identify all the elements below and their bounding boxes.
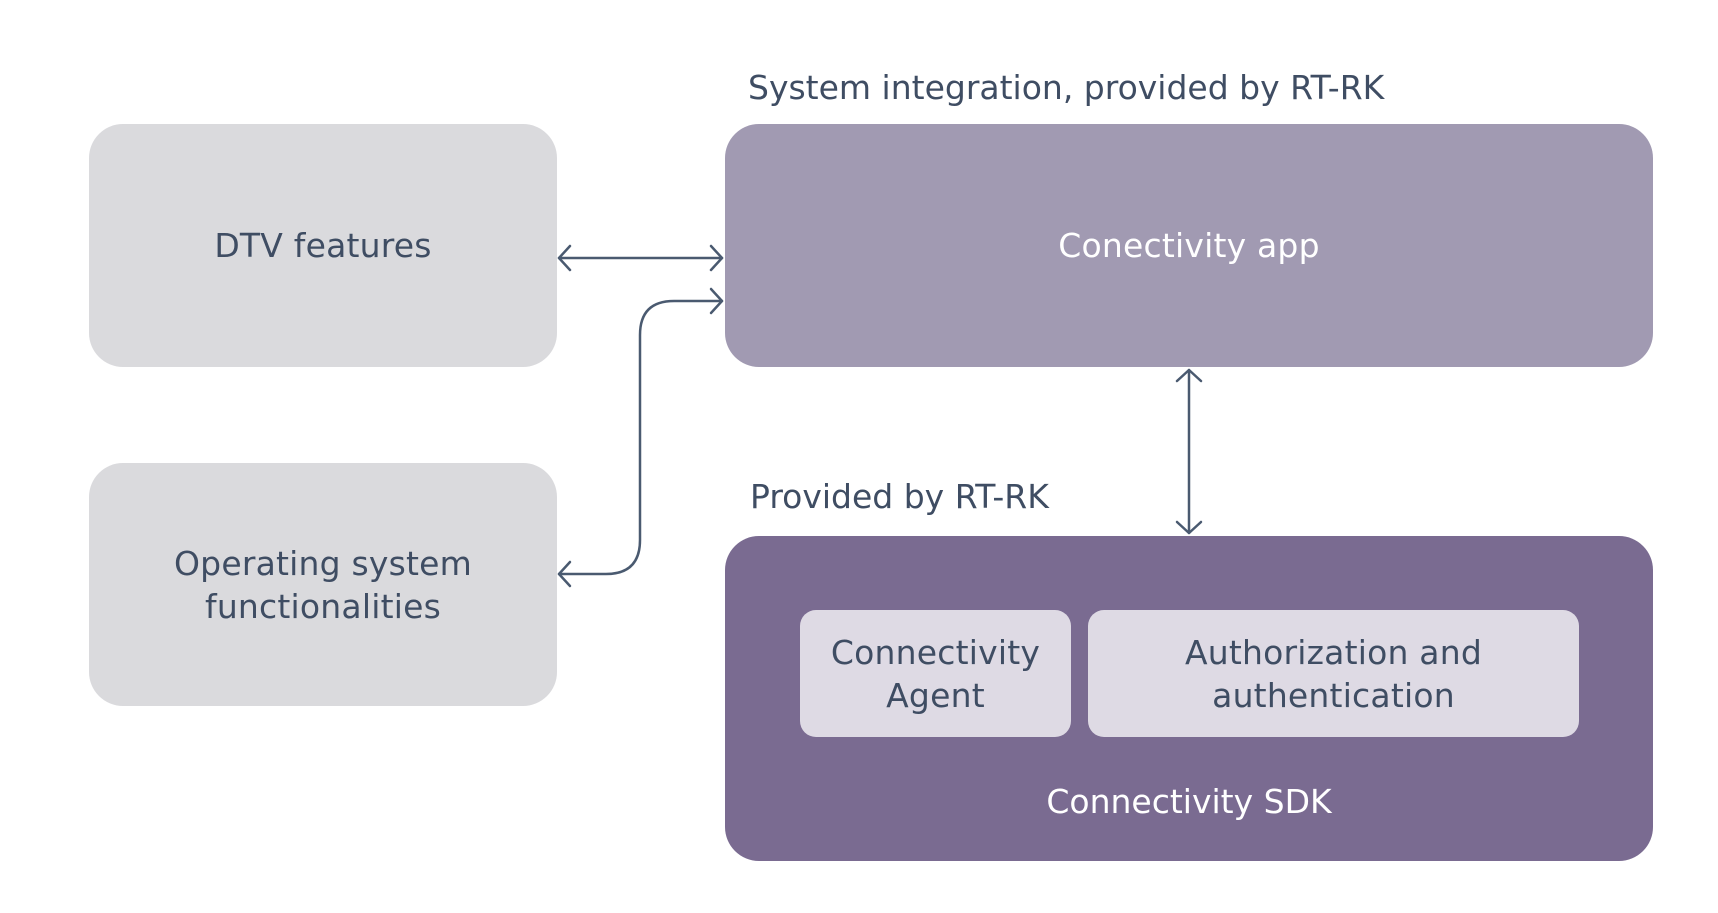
os-app-arrow bbox=[557, 287, 724, 588]
auth-label-line2: authentication bbox=[1212, 675, 1455, 715]
os-label-line2: functionalities bbox=[205, 586, 441, 626]
connectivity-agent-label: Connectivity Agent bbox=[831, 631, 1040, 717]
provided-by-heading: Provided by RT-RK bbox=[750, 477, 1049, 516]
os-label-line1: Operating system bbox=[174, 543, 472, 583]
connectivity-app-label: Conectivity app bbox=[1058, 226, 1320, 265]
auth-label: Authorization and authentication bbox=[1185, 631, 1482, 717]
os-functionalities-box: Operating system functionalities bbox=[89, 463, 557, 706]
connectivity-agent-box: Connectivity Agent bbox=[800, 610, 1071, 737]
dtv-features-box: DTV features bbox=[89, 124, 557, 367]
auth-label-line1: Authorization and bbox=[1184, 632, 1482, 672]
agent-label-line2: Agent bbox=[886, 675, 985, 715]
app-sdk-arrow bbox=[1175, 368, 1203, 535]
connectivity-app-box: Conectivity app bbox=[725, 124, 1653, 367]
system-integration-heading: System integration, provided by RT-RK bbox=[748, 68, 1385, 107]
auth-box: Authorization and authentication bbox=[1088, 610, 1579, 737]
dtv-app-arrow bbox=[557, 244, 724, 272]
connectivity-sdk-label: Connectivity SDK bbox=[1046, 782, 1332, 821]
os-functionalities-label: Operating system functionalities bbox=[174, 542, 472, 628]
dtv-features-label: DTV features bbox=[214, 226, 432, 265]
agent-label-line1: Connectivity bbox=[830, 632, 1041, 672]
connectivity-sdk-box: Connectivity Agent Authorization and aut… bbox=[725, 536, 1653, 861]
